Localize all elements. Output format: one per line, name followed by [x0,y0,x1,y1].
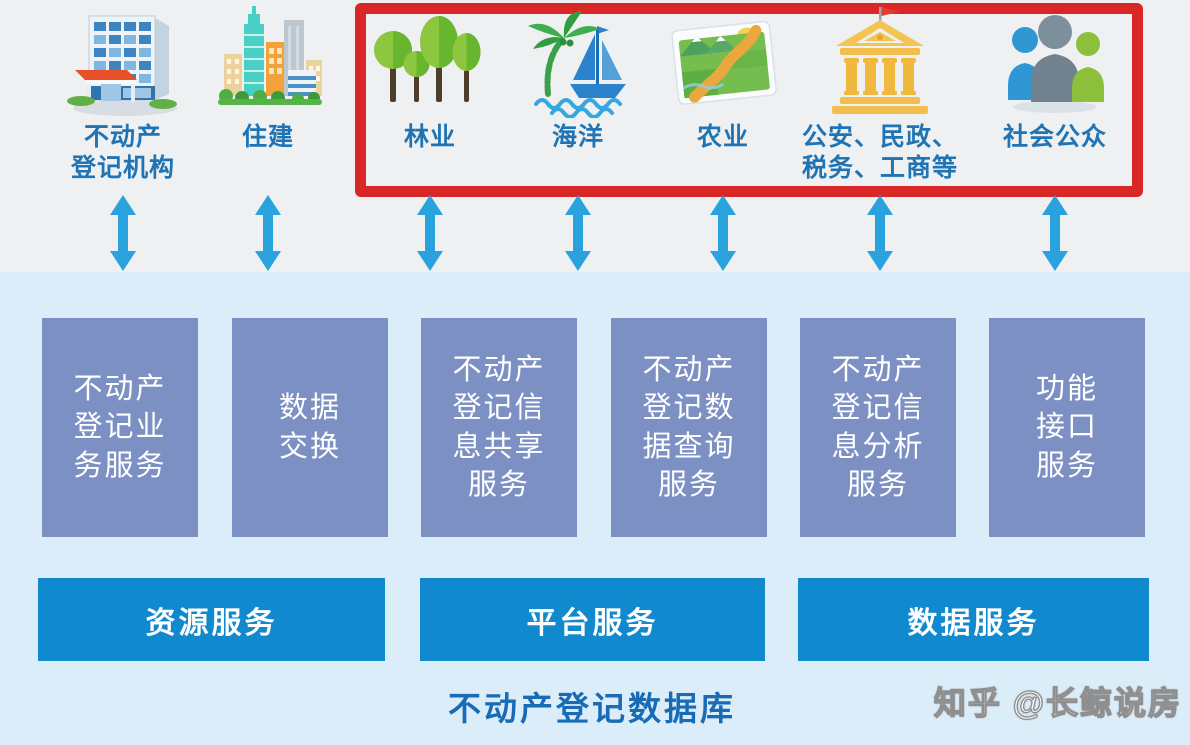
service-box-text: 不动产 登记数 据查询 服务 [642,351,735,504]
entity-label-line: 税务、工商等 [801,153,958,182]
entity-ocean: 海洋 [478,6,678,153]
service-box-function-api: 功能 接口 服务 [989,318,1145,537]
service-box-line: 据查询 [642,430,736,463]
double-arrow-icon [710,195,736,271]
service-box-line: 服务 [1035,449,1098,482]
office-building-icon [67,15,177,116]
entity-agriculture: 农业 [623,6,823,153]
service-box-line: 服务 [467,468,530,501]
service-box-text: 数据 交换 [279,389,341,466]
entity-gov-departments: 公安、民政、 税务、工商等 [780,6,980,183]
service-box-line: 交换 [278,430,341,463]
service-box-data-query: 不动产 登记数 据查询 服务 [611,318,767,537]
service-box-text: 不动产 登记业 务服务 [73,370,166,485]
service-box-line: 不动产 [642,353,736,386]
service-box-text: 功能 接口 服务 [1036,370,1098,485]
entity-label: 不动产 登记机构 [71,122,175,183]
entity-label: 海洋 [552,122,604,153]
service-box-line: 服务 [846,468,909,501]
service-box-registration-business: 不动产 登记业 务服务 [42,318,198,537]
service-box-line: 不动产 [73,373,167,406]
service-box-line: 功能 [1035,373,1098,406]
watermark: 知乎 @长鲸说房 [933,684,1182,721]
highlight-frame [355,3,1143,197]
service-box-line: 登记数 [642,392,736,425]
service-box-info-sharing: 不动产 登记信 息共享 服务 [421,318,577,537]
service-box-info-analysis: 不动产 登记信 息分析 服务 [800,318,956,537]
bar-label: 平台服务 [526,606,659,640]
service-box-line: 接口 [1035,411,1098,444]
service-box-line: 登记信 [452,392,546,425]
farmland-map-icon [671,20,777,105]
service-box-line: 数据 [278,392,341,425]
city-buildings-icon [218,6,322,105]
service-box-data-exchange: 数据 交换 [232,318,388,537]
double-arrow-icon [1042,195,1068,271]
entity-label-line: 不动产 [83,123,162,151]
trees-icon [374,16,481,102]
people-group-icon [1008,15,1104,113]
entity-label-line: 公安、民政、 [801,123,958,151]
entity-label: 林业 [404,122,456,153]
entity-housing-construction: 住建 [168,6,368,153]
service-box-text: 不动产 登记信 息分析 服务 [831,351,924,504]
service-box-line: 登记信 [831,392,925,425]
double-arrow-icon [110,195,136,271]
double-arrow-icon [867,195,893,271]
entity-label-line: 农业 [696,123,749,151]
entity-registration-agency: 不动产 登记机构 [23,6,223,183]
database-title: 不动产登记数据库 [448,690,736,727]
service-box-line: 不动产 [452,353,546,386]
services-layer: 不动产 登记业 务服务 数据 交换 不动产 登记信 息共享 服务 不动产 登记数 [0,272,1190,745]
double-arrow-icon [565,195,591,271]
entity-label-line: 社会公众 [1002,123,1107,151]
service-box-text: 不动产 登记信 息共享 服务 [452,351,545,504]
double-arrow-icon [255,195,281,271]
service-box-line: 息分析 [831,430,925,463]
entity-label: 公安、民政、 税务、工商等 [802,122,958,183]
bar-label: 数据服务 [907,606,1040,640]
entity-label-line: 登记机构 [70,153,175,182]
entity-public: 社会公众 [955,6,1155,153]
entity-label: 社会公众 [1003,122,1107,153]
bar-data-services: 数据服务 [798,578,1149,661]
service-box-line: 不动产 [831,353,925,386]
entity-label-line: 住建 [241,123,294,151]
entity-label-line: 海洋 [551,123,604,151]
bar-label: 资源服务 [145,606,278,640]
palm-sailboat-icon [528,11,626,118]
government-building-icon [832,7,928,114]
double-arrow-icon [417,195,443,271]
service-box-line: 息共享 [452,430,546,463]
entity-forestry: 林业 [330,6,530,153]
service-box-line: 服务 [657,468,720,501]
entity-label-line: 林业 [403,123,456,151]
bar-resource-services: 资源服务 [38,578,385,661]
service-box-line: 务服务 [73,449,167,482]
entity-label: 住建 [242,122,294,153]
service-box-line: 登记业 [73,411,167,444]
entity-label: 农业 [697,122,749,153]
bar-platform-services: 平台服务 [420,578,765,661]
